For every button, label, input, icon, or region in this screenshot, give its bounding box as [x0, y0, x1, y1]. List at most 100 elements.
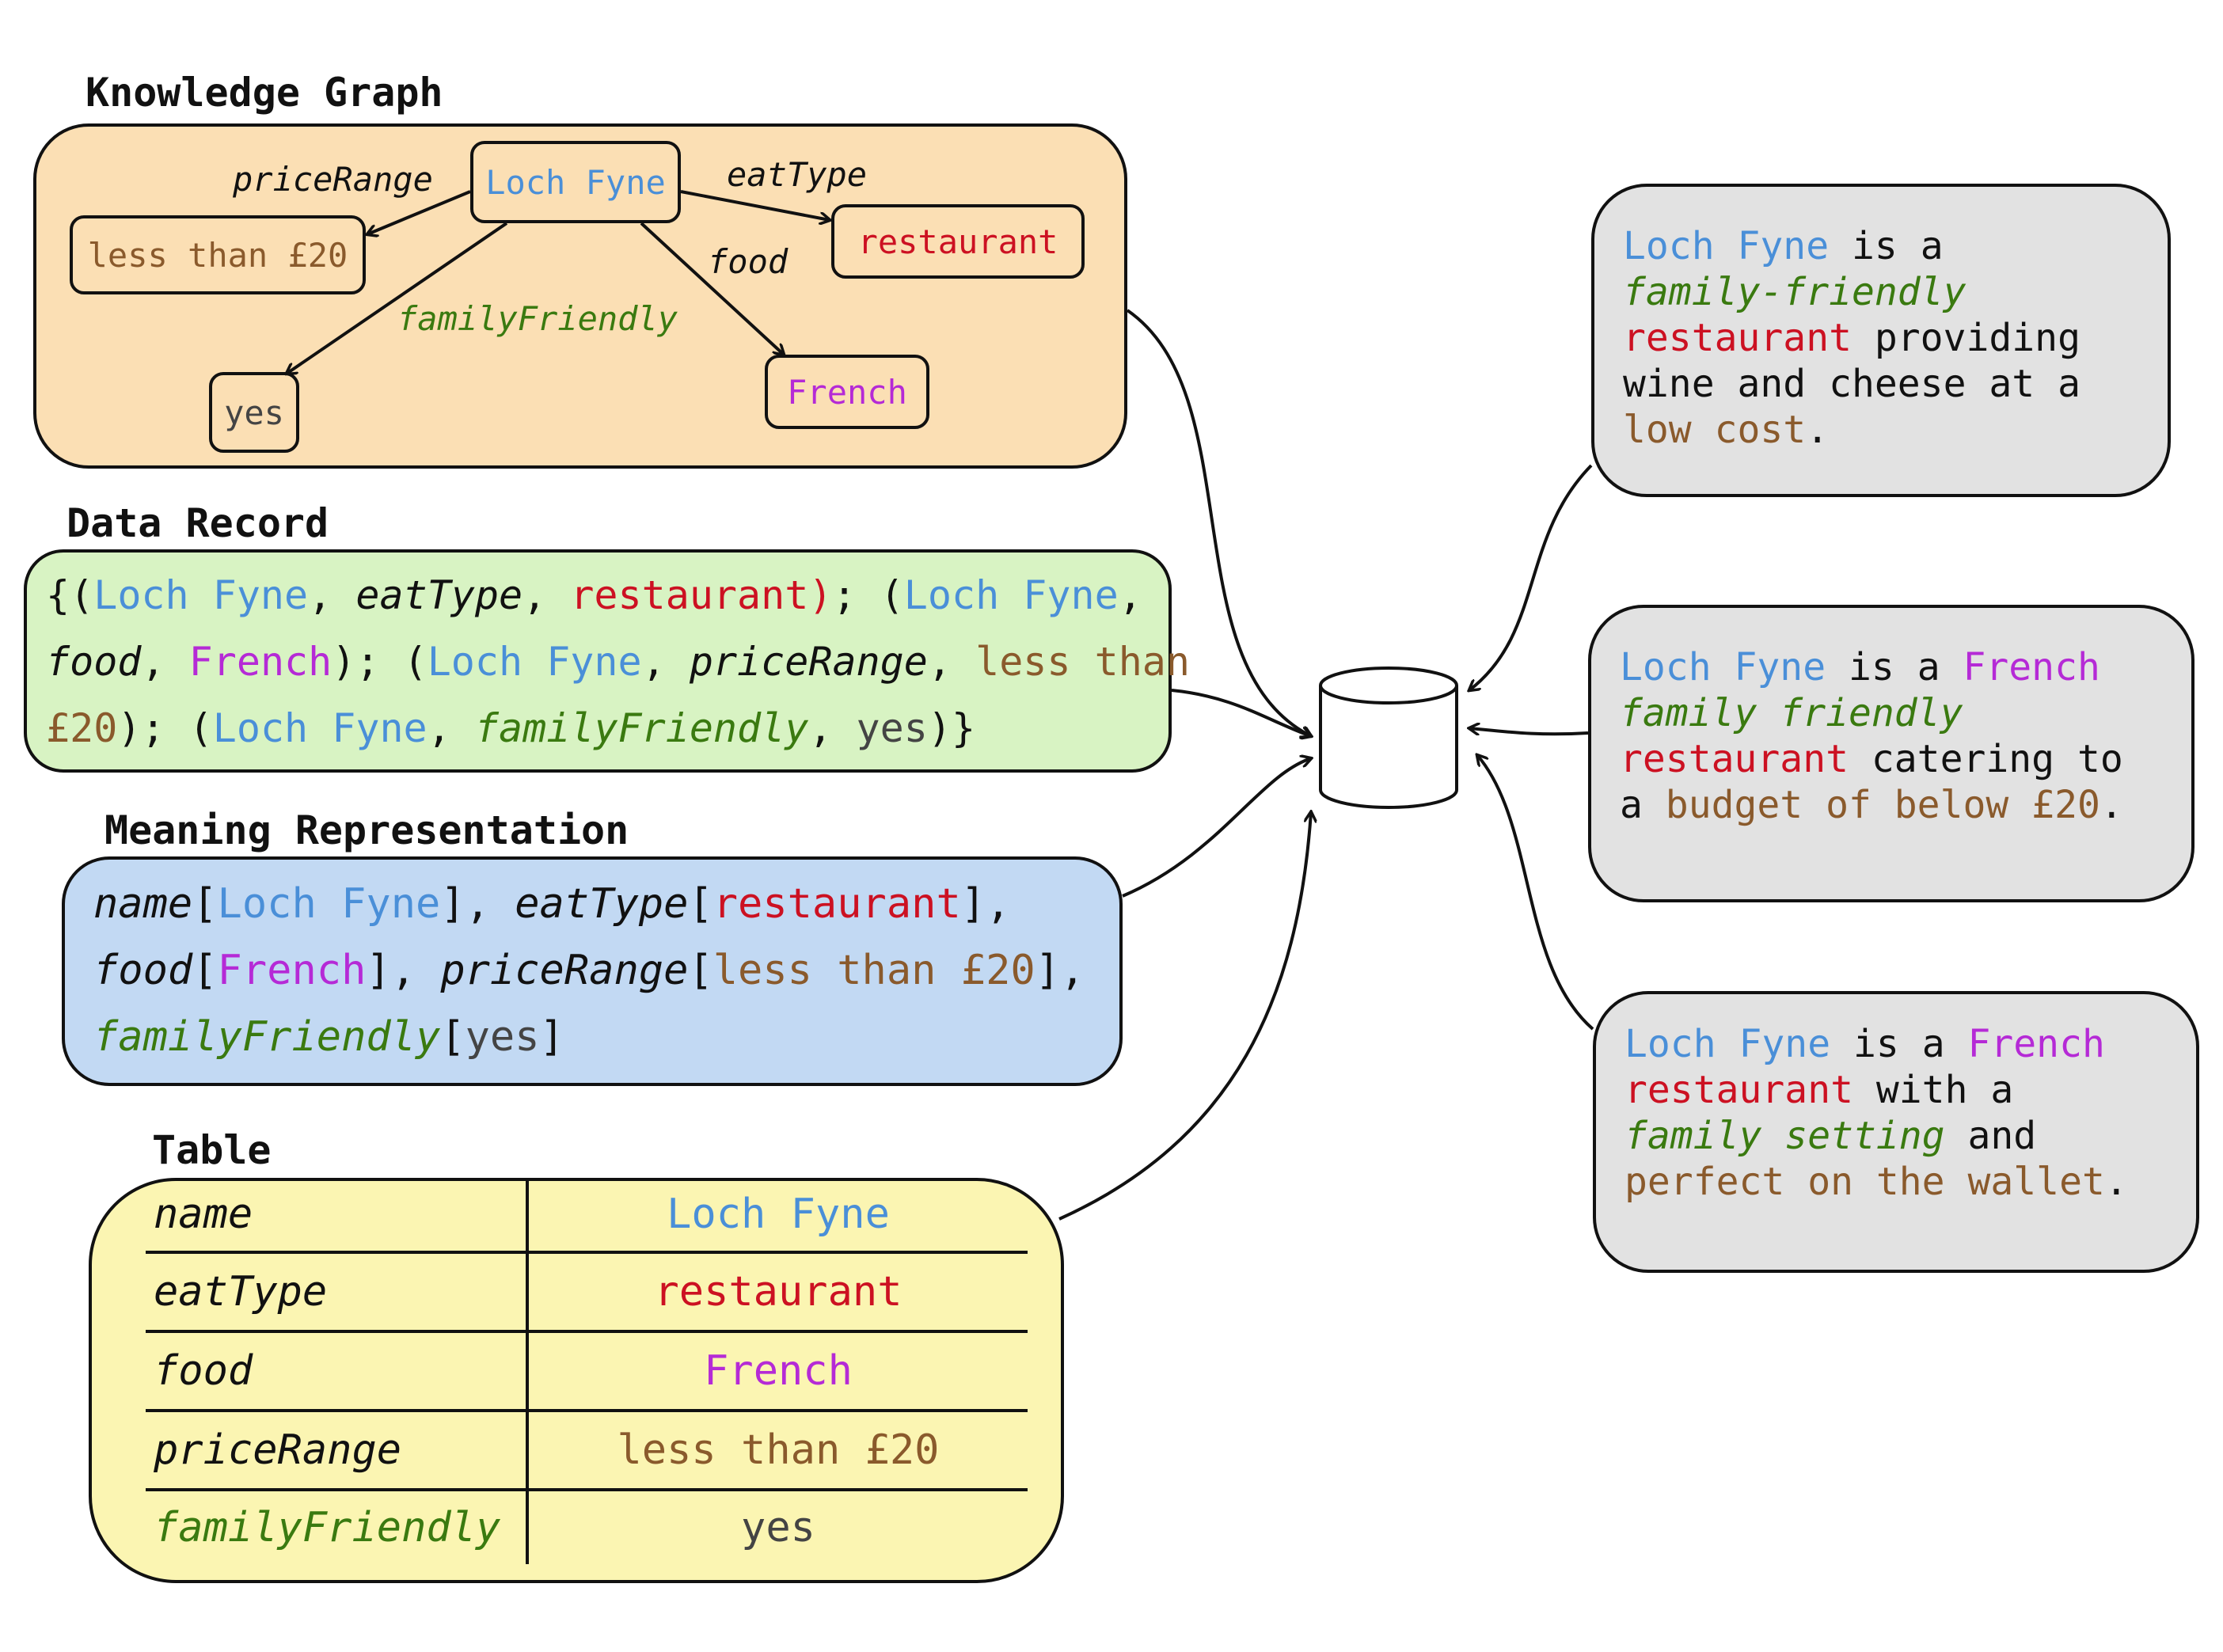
- text-segment: Loch Fyne: [903, 572, 1119, 618]
- record-to-db-arrow: [1171, 689, 1311, 736]
- data-record-text: {(Loch Fyne, eatType, restaurant); (Loch…: [46, 562, 1190, 761]
- output-text-2: Loch Fyne is a French family friendly re…: [1588, 605, 2194, 902]
- table-key-cell: priceRange: [146, 1409, 529, 1490]
- output-segment: low cost: [1623, 408, 1807, 452]
- kg-node-french-text: French: [787, 372, 907, 412]
- table-key-cell: name: [146, 1178, 529, 1252]
- text-segment: )}: [927, 705, 976, 751]
- output-segment: catering to a: [1620, 737, 2146, 827]
- kg-node-french: French: [765, 355, 929, 429]
- output-text-3: Loch Fyne is a French restaurant with a …: [1593, 991, 2199, 1273]
- text-segment: name: [93, 880, 193, 928]
- text-segment: familyFriendly: [93, 1013, 441, 1061]
- text-segment: familyFriendly: [474, 705, 809, 751]
- output-segment: and: [1944, 1114, 2060, 1158]
- kg-node-less-than-20-text: less than £20: [87, 235, 348, 275]
- text-segment: French: [188, 639, 332, 685]
- text-segment: ; (: [832, 572, 904, 618]
- kg-node-less-than-20: less than £20: [70, 215, 366, 294]
- text-segment: French: [217, 947, 367, 994]
- output-segment: Loch Fyne: [1623, 224, 1830, 268]
- table-value-cell: restaurant: [527, 1251, 1028, 1331]
- output-segment: family setting: [1624, 1114, 1945, 1158]
- output-segment: restaurant: [1623, 316, 1852, 360]
- mr-to-db-arrow: [1122, 758, 1311, 898]
- output-segment: is a: [1829, 224, 1966, 268]
- text-segment: {(: [46, 572, 94, 618]
- output-text-3-body: Loch Fyne is a French restaurant with a …: [1624, 1021, 2172, 1205]
- text-segment: ); (: [332, 639, 428, 685]
- edge-food-arrow: [640, 222, 784, 355]
- text-segment: restaurant): [570, 572, 833, 618]
- text-line: £20); (Loch Fyne, familyFriendly, yes)}: [46, 695, 1190, 761]
- text-segment: [: [688, 947, 713, 994]
- output-segment: .: [2100, 783, 2123, 827]
- text-segment: ,: [522, 572, 571, 618]
- kg-node-yes: yes: [209, 372, 299, 453]
- meaning-representation-text: name[Loch Fyne], eatType[restaurant], foo…: [93, 871, 1085, 1070]
- text-segment: eatType: [515, 880, 689, 928]
- text-segment: ,: [1118, 572, 1142, 618]
- text-segment: ],: [1035, 947, 1085, 994]
- text-line: name[Loch Fyne], eatType[restaurant],: [93, 871, 1085, 937]
- output-segment: .: [2104, 1160, 2128, 1204]
- text-segment: ],: [960, 880, 1011, 928]
- text-segment: Loch Fyne: [212, 705, 428, 751]
- edge-label-eat-type: eatType: [727, 155, 868, 194]
- text-segment: priceRange: [689, 639, 928, 685]
- output-segment: perfect on the wallet: [1624, 1160, 2105, 1204]
- output-segment: family friendly: [1620, 691, 1963, 735]
- text-line: {(Loch Fyne, eatType, restaurant); (Loch…: [46, 562, 1190, 629]
- text-segment: eatType: [355, 572, 523, 618]
- output-segment: French: [1963, 645, 2100, 689]
- edge-label-food: food: [708, 242, 788, 281]
- output2-to-db-arrow: [1469, 728, 1589, 736]
- text-segment: food: [46, 639, 142, 685]
- knowledge-graph-title: Knowledge Graph: [86, 70, 443, 116]
- data-record-title: Data Record: [66, 500, 329, 546]
- text-segment: ); (: [117, 705, 213, 751]
- output-segment: restaurant: [1624, 1068, 1853, 1112]
- edge-label-family-friendly: familyFriendly: [397, 299, 678, 338]
- text-segment: ,: [808, 705, 857, 751]
- edge-eat-type-arrow: [680, 190, 830, 220]
- meaning-representation-title: Meaning Representation: [104, 807, 629, 853]
- text-segment: yes: [856, 705, 928, 751]
- output-segment: budget of below £20: [1665, 783, 2100, 827]
- text-segment: food: [93, 947, 193, 994]
- text-segment: [: [192, 947, 218, 994]
- text-segment: ,: [141, 639, 189, 685]
- edge-label-price-range: priceRange: [233, 160, 433, 199]
- output-text-1: Loch Fyne is a family-friendly restauran…: [1591, 184, 2171, 497]
- output1-to-db-arrow: [1469, 464, 1593, 690]
- text-segment: Loch Fyne: [93, 572, 309, 618]
- output-segment: family-friendly: [1623, 270, 1966, 314]
- text-segment: [: [688, 880, 713, 928]
- text-segment: Loch Fyne: [217, 880, 441, 928]
- table-title: Table: [152, 1127, 272, 1173]
- table-key-cell: familyFriendly: [146, 1488, 529, 1564]
- output-segment: restaurant: [1620, 737, 1849, 781]
- text-segment: ,: [427, 705, 475, 751]
- output-segment: Loch Fyne: [1620, 645, 1826, 689]
- text-segment: Loch Fyne: [427, 639, 642, 685]
- table-value-cell: yes: [527, 1488, 1028, 1564]
- text-segment: less than: [975, 639, 1191, 685]
- kg-node-restaurant: restaurant: [831, 204, 1085, 279]
- text-segment: £20: [46, 705, 118, 751]
- text-segment: ],: [440, 880, 515, 928]
- table-key-cell: food: [146, 1330, 529, 1411]
- output-segment: with a: [1852, 1068, 2037, 1112]
- edge-price-range-arrow: [367, 190, 471, 234]
- kg-node-loch-fyne-text: Loch Fyne: [485, 162, 666, 202]
- text-segment: [: [192, 880, 218, 928]
- text-segment: less than £20: [712, 947, 1036, 994]
- output-text-2-body: Loch Fyne is a French family friendly re…: [1620, 644, 2168, 828]
